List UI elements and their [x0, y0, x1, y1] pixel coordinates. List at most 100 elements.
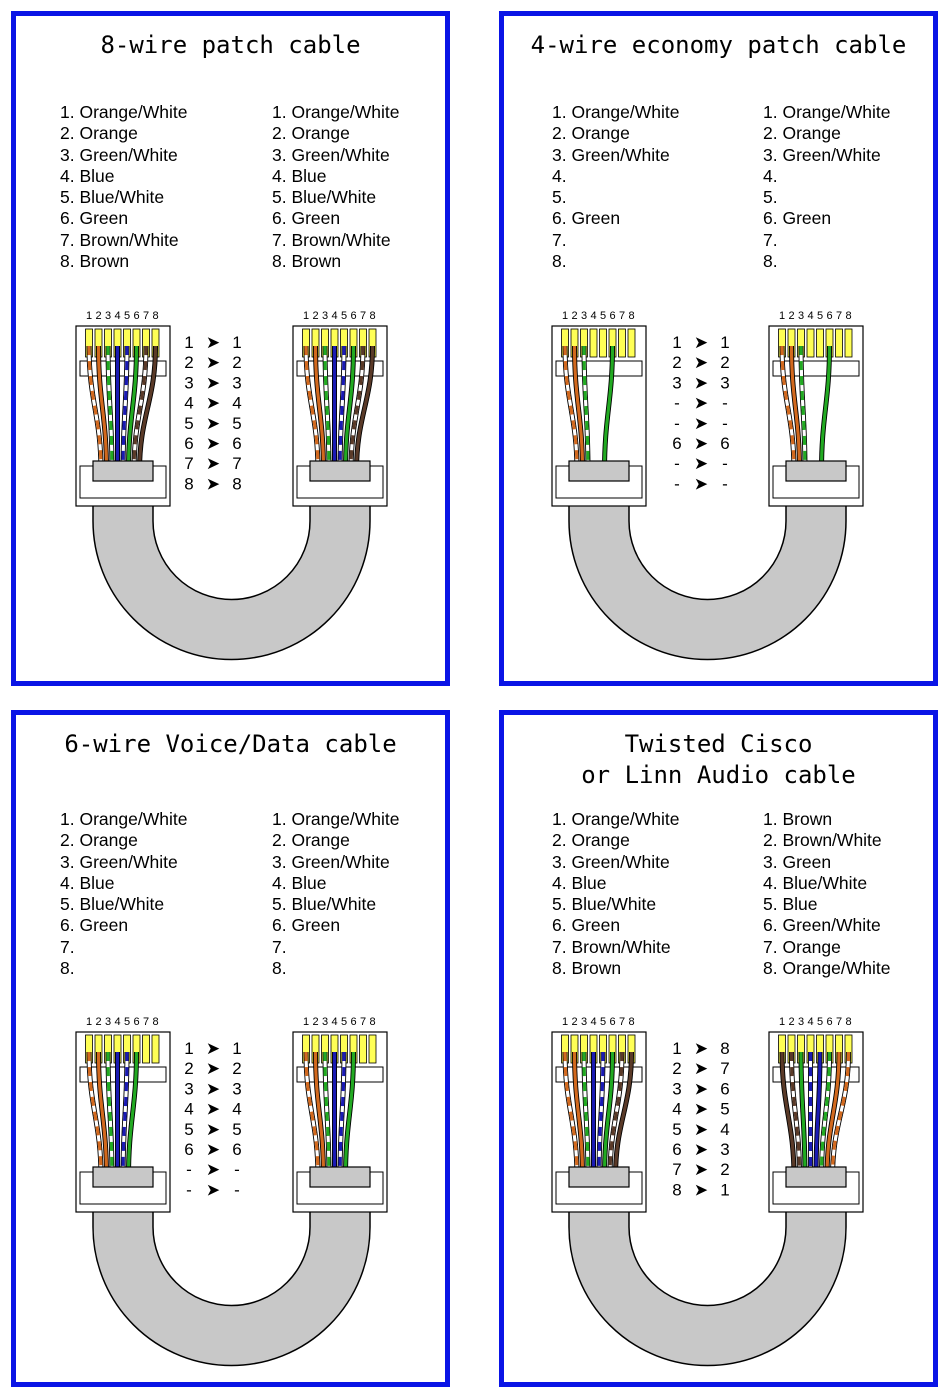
wire-stripe	[789, 1051, 802, 1178]
pin-number-label: 4	[807, 310, 813, 322]
pin-number-label: 3	[322, 1016, 328, 1028]
latch-slot	[555, 360, 643, 377]
mapping-from: 4	[184, 1100, 193, 1119]
pin-contact	[816, 328, 824, 358]
pin-contact	[151, 1034, 160, 1064]
wire-list-item: 2. Orange	[60, 123, 138, 144]
pin-contact	[142, 1034, 150, 1064]
pin-number-label: 2	[788, 310, 794, 322]
mapping-from: -	[186, 1180, 192, 1199]
mapping-to: 4	[232, 1100, 241, 1119]
latch-slot	[79, 1066, 167, 1083]
wire-list-item: 4. Blue	[272, 165, 327, 186]
pin-mapping: 1➤12➤23➤34➤45➤56➤6-➤--➤-	[184, 1039, 241, 1199]
wire-stripe	[87, 345, 103, 472]
mapping-from: 7	[184, 454, 193, 473]
pin-number-label: 3	[105, 1016, 111, 1028]
wire-list-item: 3. Green/White	[60, 144, 178, 165]
cable-jacket	[568, 460, 630, 482]
pin-contact	[359, 1034, 367, 1064]
wire-list-item: 6. Green/White	[763, 915, 881, 936]
wire-list-item: 7.	[763, 229, 778, 250]
wire-list-item: 3. Green/White	[763, 144, 881, 165]
pin-number-label: 4	[807, 1016, 813, 1028]
mapping-arrow: ➤	[206, 353, 220, 372]
pin-number-label: 7	[836, 1016, 842, 1028]
wire-list-item: 8.	[60, 958, 75, 979]
wire-stripe	[87, 1051, 103, 1178]
mapping-from: 8	[672, 1180, 681, 1199]
wire-brown	[137, 345, 158, 472]
mapping-from: -	[674, 394, 680, 413]
mapping-from: 3	[672, 1079, 681, 1098]
wire-list-item: 6. Green	[272, 915, 341, 936]
mapping-to: 4	[720, 1120, 729, 1139]
wire-list-item: 3. Green	[763, 851, 832, 872]
mapping-from: -	[186, 1160, 192, 1179]
panel-8-wire-patch-cable: 8-wire patch cable 1. Orange/White 2. Or…	[11, 11, 450, 686]
latch-slot	[772, 360, 860, 377]
pin-mapping: 1➤12➤23➤34➤45➤56➤67➤78➤8	[184, 333, 241, 493]
panel-title-line: Twisted Cisco	[624, 730, 813, 758]
mapping-from: 8	[184, 474, 193, 493]
mapping-arrow: ➤	[694, 1160, 708, 1179]
pin-number-label: 5	[341, 310, 347, 322]
wire-list-item: 7.	[60, 936, 75, 957]
mapping-arrow: ➤	[206, 1140, 220, 1159]
pin-number-label: 5	[124, 1016, 130, 1028]
wire-list-item: 5. Blue/White	[552, 894, 657, 915]
pin-number-label: 6	[133, 1016, 139, 1028]
mapping-from: 6	[184, 1140, 193, 1159]
mapping-arrow: ➤	[206, 454, 220, 473]
pin-number-label: 5	[600, 310, 606, 322]
right-wire-list: 1. Orange/White 2. Orange 3. Green/White…	[272, 102, 399, 272]
mapping-to: 5	[232, 414, 241, 433]
wire-green	[602, 345, 615, 472]
pin-contact	[844, 328, 853, 358]
wire-stripe	[121, 345, 129, 472]
wire-stripe	[582, 1051, 590, 1178]
wire-list-item: 8. Orange/White	[763, 958, 891, 979]
pin-number-label: 1	[303, 310, 309, 322]
mapping-arrow: ➤	[206, 1039, 220, 1058]
wire-stripe	[563, 345, 579, 472]
wire-list-item: 5. Blue/White	[60, 894, 165, 915]
wire-brown	[780, 1051, 796, 1178]
pin-number-label: 8	[628, 1016, 634, 1028]
wire-list-item: 1. Brown	[763, 809, 833, 829]
mapping-arrow: ➤	[206, 394, 220, 413]
wire-list-item: 3. Green/White	[552, 144, 670, 165]
mapping-to: 1	[232, 1039, 241, 1058]
pin-number-label: 8	[369, 1016, 375, 1028]
wire-green	[343, 345, 356, 472]
mapping-to: 4	[232, 394, 241, 413]
pin-number-label: 5	[124, 310, 130, 322]
mapping-from: 6	[672, 1140, 681, 1159]
pin-number-label: 7	[619, 310, 625, 322]
pin-number-label: 7	[836, 310, 842, 322]
wire-list-item: 8.	[272, 958, 287, 979]
pin-number-label: 1	[562, 1016, 568, 1028]
mapping-arrow: ➤	[694, 1180, 708, 1199]
mapping-arrow: ➤	[694, 454, 708, 473]
mapping-to: -	[722, 394, 728, 413]
wire-list-item: 4.	[552, 165, 567, 186]
mapping-from: 2	[672, 1059, 681, 1078]
pin-number-label: 8	[845, 1016, 851, 1028]
wire-stripe	[106, 345, 114, 472]
mapping-to: 3	[232, 373, 241, 392]
pin-number-label: 8	[152, 310, 158, 322]
wire-list-item: 5. Blue	[763, 894, 818, 915]
wire-stripe	[338, 345, 346, 472]
wire-stripe	[780, 345, 796, 472]
wire-stripe	[582, 345, 590, 472]
mapping-arrow: ➤	[694, 333, 708, 352]
pin-contact	[835, 328, 843, 358]
pin-number-label: 2	[95, 310, 101, 322]
wire-list-item: 2. Orange	[272, 830, 350, 851]
